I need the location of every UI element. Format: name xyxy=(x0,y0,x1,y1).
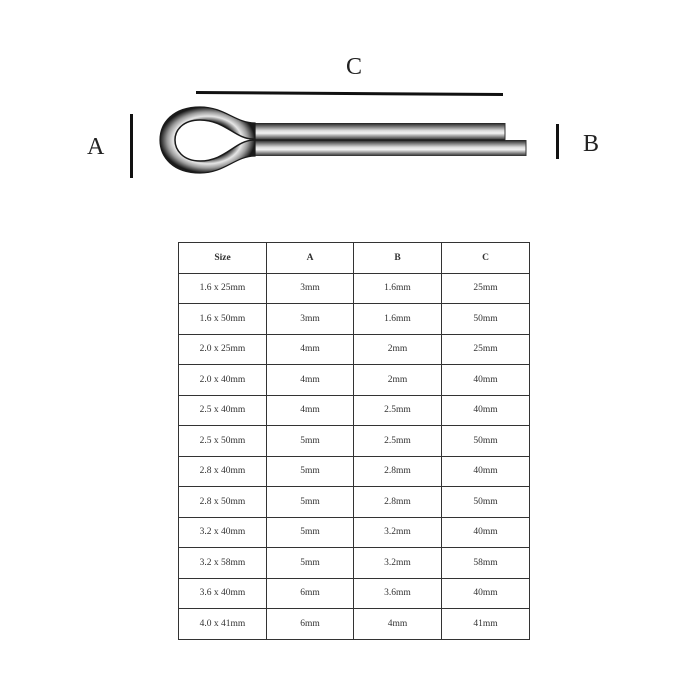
header-c: C xyxy=(441,242,530,274)
dimension-line-a xyxy=(130,114,133,178)
cell-c: 40mm xyxy=(441,364,530,396)
header-size: Size xyxy=(178,242,267,274)
cell-a: 4mm xyxy=(266,394,354,426)
cell-b: 2.8mm xyxy=(353,486,442,518)
cell-b: 2.5mm xyxy=(353,394,442,426)
cell-c: 40mm xyxy=(441,516,530,548)
cell-size: 2.5 x 50mm xyxy=(178,425,267,457)
cell-a: 4mm xyxy=(266,364,354,396)
cell-size: 3.2 x 40mm xyxy=(178,516,267,548)
cell-size: 1.6 x 25mm xyxy=(178,272,267,304)
cell-c: 40mm xyxy=(441,455,530,487)
cell-b: 1.6mm xyxy=(353,272,442,304)
cell-size: 3.2 x 58mm xyxy=(178,547,267,579)
cell-c: 50mm xyxy=(441,425,530,457)
cell-size: 2.8 x 50mm xyxy=(178,486,267,518)
cell-a: 5mm xyxy=(266,547,354,579)
header-a: A xyxy=(266,242,354,274)
split-pin-icon xyxy=(159,106,527,174)
dimension-line-b xyxy=(556,124,559,159)
cell-b: 2mm xyxy=(353,333,442,365)
cell-a: 4mm xyxy=(266,333,354,365)
cell-size: 2.8 x 40mm xyxy=(178,455,267,487)
cell-b: 2.5mm xyxy=(353,425,442,457)
cell-c: 25mm xyxy=(441,272,530,304)
cell-a: 3mm xyxy=(266,303,354,335)
cell-a: 5mm xyxy=(266,425,354,457)
cell-a: 6mm xyxy=(266,577,354,609)
cell-b: 3.6mm xyxy=(353,577,442,609)
cell-b: 2mm xyxy=(353,364,442,396)
cell-b: 3.2mm xyxy=(353,547,442,579)
cell-c: 50mm xyxy=(441,303,530,335)
dimension-line-c xyxy=(195,91,504,96)
cell-size: 4.0 x 41mm xyxy=(178,608,267,640)
cell-size: 1.6 x 50mm xyxy=(178,303,267,335)
cell-size: 2.5 x 40mm xyxy=(178,394,267,426)
cell-a: 5mm xyxy=(266,455,354,487)
cell-size: 3.6 x 40mm xyxy=(178,577,267,609)
cell-c: 50mm xyxy=(441,486,530,518)
header-b: B xyxy=(353,242,442,274)
cell-c: 41mm xyxy=(441,608,530,640)
cell-b: 3.2mm xyxy=(353,516,442,548)
cell-size: 2.0 x 25mm xyxy=(178,333,267,365)
cell-a: 6mm xyxy=(266,608,354,640)
cell-c: 25mm xyxy=(441,333,530,365)
cell-a: 5mm xyxy=(266,516,354,548)
cell-b: 2.8mm xyxy=(353,455,442,487)
cell-b: 4mm xyxy=(353,608,442,640)
cell-b: 1.6mm xyxy=(353,303,442,335)
table-header-row: Size A B C xyxy=(178,242,530,274)
cell-c: 40mm xyxy=(441,394,530,426)
cell-c: 58mm xyxy=(441,547,530,579)
cell-c: 40mm xyxy=(441,577,530,609)
cell-a: 5mm xyxy=(266,486,354,518)
split-pin-diagram: C A B xyxy=(0,0,700,200)
cell-a: 3mm xyxy=(266,272,354,304)
dimension-label-a: A xyxy=(87,134,105,160)
dimension-label-c: C xyxy=(346,54,363,80)
dimension-label-b: B xyxy=(583,131,600,157)
cell-size: 2.0 x 40mm xyxy=(178,364,267,396)
